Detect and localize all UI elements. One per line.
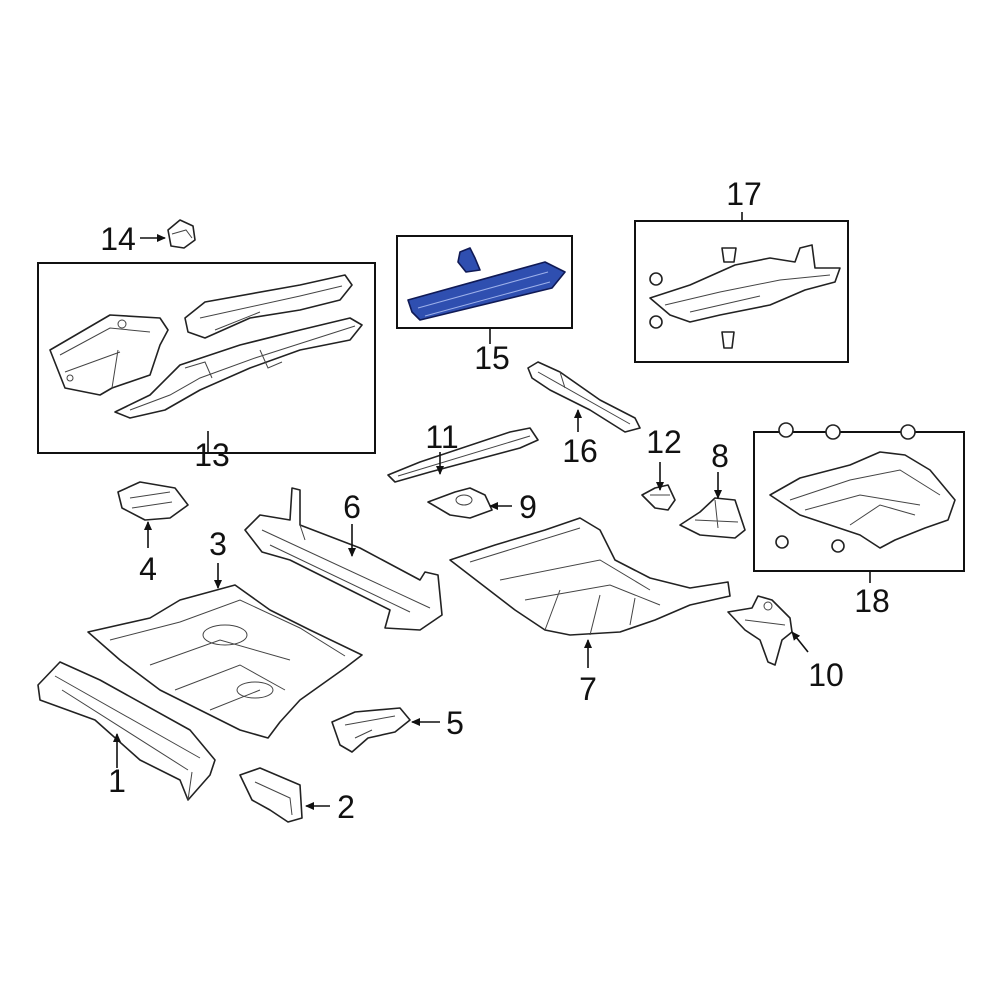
part-13-side-members[interactable] <box>49 274 363 419</box>
part-12-bracket[interactable] <box>641 484 676 511</box>
part-5-bracket[interactable] <box>331 707 411 753</box>
part-18-under-cover[interactable] <box>769 422 956 553</box>
callout-3: 3 <box>209 526 227 562</box>
part-15-reinforcement-highlighted[interactable] <box>407 247 566 321</box>
callout-15: 15 <box>474 340 510 376</box>
part-3-floor-pan[interactable] <box>87 584 363 739</box>
part-6-cross-member[interactable] <box>244 487 443 631</box>
part-7-rear-floor-pan[interactable] <box>449 517 731 636</box>
callout-1: 1 <box>108 763 126 799</box>
leader-lines <box>113 212 871 810</box>
part-17-under-shield[interactable] <box>649 244 841 349</box>
part-9-bracket[interactable] <box>427 487 493 519</box>
callout-labels: 1 2 3 4 5 6 7 8 9 10 11 12 13 14 15 16 1… <box>100 176 890 825</box>
callout-4: 4 <box>139 551 157 587</box>
callout-10: 10 <box>808 657 844 693</box>
callout-13: 13 <box>194 437 230 473</box>
callout-8: 8 <box>711 438 729 474</box>
callout-2: 2 <box>337 789 355 825</box>
part-4-cover-plate[interactable] <box>117 481 189 521</box>
callout-18: 18 <box>854 583 890 619</box>
callout-6: 6 <box>343 489 361 525</box>
group-box-15 <box>396 235 573 329</box>
callout-9: 9 <box>519 489 537 525</box>
part-11-extension[interactable] <box>387 427 539 483</box>
callout-11: 11 <box>425 419 458 455</box>
callout-7: 7 <box>579 671 597 707</box>
group-box-18 <box>753 431 965 572</box>
callout-14: 14 <box>100 221 136 257</box>
part-10-mount-bracket[interactable] <box>727 595 793 666</box>
group-box-13 <box>37 262 376 454</box>
callout-5: 5 <box>446 705 464 741</box>
part-14-bracket[interactable] <box>167 219 196 249</box>
callout-12: 12 <box>646 424 682 460</box>
part-16-crossmember[interactable] <box>527 361 641 433</box>
part-8-gusset[interactable] <box>679 497 746 539</box>
part-2-bracket[interactable] <box>239 767 303 823</box>
callout-16: 16 <box>562 433 598 469</box>
part-1-side-rail[interactable] <box>37 661 216 801</box>
callout-17: 17 <box>726 176 762 212</box>
